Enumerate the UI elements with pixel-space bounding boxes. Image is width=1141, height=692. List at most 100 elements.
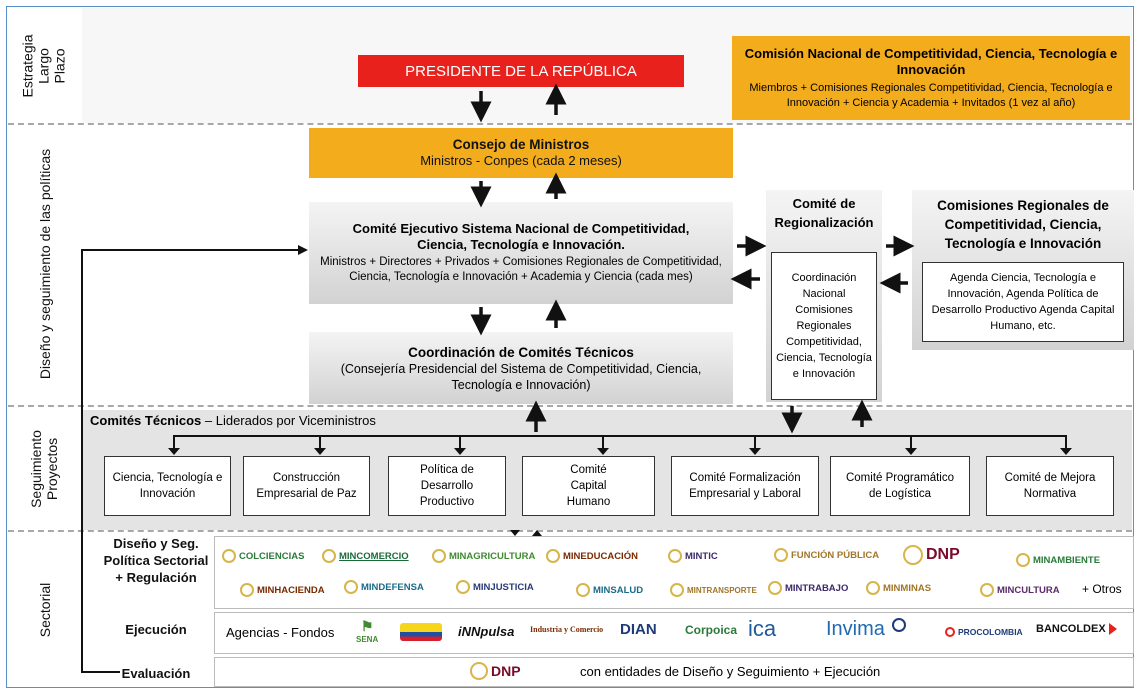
regionalizacion-body: Coordinación Nacional Comisiones Regiona… <box>776 272 872 380</box>
otros-label: + Otros <box>1082 582 1122 596</box>
comite-ejecutivo-box: Comité Ejecutivo Sistema Nacional de Com… <box>309 202 733 304</box>
seal-icon <box>903 545 923 565</box>
logo-corpoica: Corpoica <box>685 623 738 637</box>
diseno-politica-label: Diseño y Seg. Política Sectorial + Regul… <box>103 536 209 585</box>
arrow-head <box>298 245 308 255</box>
presidente-label: PRESIDENTE DE LA REPÚBLICA <box>405 62 637 80</box>
comite-item-label: Ciencia, Tecnología e Innovación <box>112 472 223 500</box>
seal-icon <box>456 580 470 594</box>
comite-item: Comité Programático de Logística <box>830 456 970 516</box>
logo-mintrabajo: MINTRABAJO <box>768 581 848 595</box>
seal-icon <box>670 583 684 597</box>
logo-minjusticia: MINJUSTICIA <box>456 580 534 594</box>
seal-icon <box>470 662 488 680</box>
comite-item-label: Comité de Mejora Normativa <box>1004 472 1096 500</box>
circle-icon <box>892 618 906 632</box>
arrow-head <box>597 448 609 455</box>
seal-icon <box>432 549 446 563</box>
logo-mintic: MINTIC <box>668 549 718 563</box>
comite-item: Ciencia, Tecnología e Innovación <box>104 456 231 516</box>
comite-ejecutivo-body: Ministros + Directores + Privados + Comi… <box>320 256 722 283</box>
comite-item-label: Política de Desarrollo Productivo <box>419 464 475 508</box>
consejo-title: Consejo de Ministros <box>452 137 590 152</box>
comite-item: Comité Capital Humano <box>522 456 655 516</box>
seal-icon <box>546 549 560 563</box>
comision-nacional-title: Comisión Nacional de Competitividad, Cie… <box>744 45 1118 77</box>
logo-mintransporte: MINTRANSPORTE <box>670 583 757 597</box>
evaluacion-panel <box>214 657 1134 687</box>
comision-nacional-box: Comisión Nacional de Competitividad, Cie… <box>732 36 1130 120</box>
comites-tecnicos-header: Comités Técnicos – Liderados por Vicemin… <box>90 413 376 428</box>
evaluacion-feedback-line <box>81 249 300 673</box>
comite-item: Construcción Empresarial de Paz <box>243 456 370 516</box>
coordinacion-box: Coordinación de Comités Técnicos (Consej… <box>309 332 733 404</box>
seal-icon <box>322 549 336 563</box>
comisiones-regionales-body-box: Agenda Ciencia, Tecnología e Innovación,… <box>922 262 1124 342</box>
logo-minminas: MINMINAS <box>866 581 931 595</box>
seal-icon <box>240 583 254 597</box>
logo-colciencias: COLCIENCIAS <box>222 549 304 563</box>
logo-superintendencia <box>892 618 906 632</box>
comites-tecnicos-title: Comités Técnicos <box>90 413 202 428</box>
separator <box>8 530 1132 532</box>
logo-industria-comercio: Industria y Comercio <box>530 625 604 634</box>
agencias-label: Agencias - Fondos <box>226 625 335 640</box>
flag-icon <box>400 623 442 641</box>
seal-icon <box>576 583 590 597</box>
arrow-head <box>749 448 761 455</box>
arrow-head <box>532 530 542 536</box>
logo-ica: ica <box>748 616 777 641</box>
logo-mincultura: MINCULTURA <box>980 583 1060 597</box>
comite-item-label: Comité Programático de Logística <box>845 472 954 500</box>
comite-item: Comité de Mejora Normativa <box>986 456 1114 516</box>
logo-minambiente: MINAMBIENTE <box>1016 553 1100 567</box>
logos-ejecucion-panel <box>214 612 1134 654</box>
comisiones-regionales-title: Comisiones Regionales de Competitividad,… <box>937 198 1109 251</box>
triangle-icon <box>1108 623 1117 635</box>
seal-icon <box>866 581 880 595</box>
logo-sena: ⚑SENA <box>356 618 379 644</box>
seal-icon <box>774 548 788 562</box>
logo-funcion-publica: FUNCIÓN PÚBLICA <box>774 548 879 562</box>
logo-bancoldex: BANCOLDEX <box>1036 623 1117 635</box>
comites-tecnicos-subtitle: – Liderados por Viceministros <box>201 413 376 428</box>
arrow-head <box>454 448 466 455</box>
logo-dnp: DNP <box>903 545 960 565</box>
seal-icon <box>980 583 994 597</box>
separator <box>8 123 1132 125</box>
logo-minagricultura: MINAGRICULTURA <box>432 549 535 563</box>
arrow-head <box>1060 448 1072 455</box>
presidente-box: PRESIDENTE DE LA REPÚBLICA <box>358 55 684 87</box>
regionalizacion-title: Comité de Regionalización <box>774 196 874 230</box>
swirl-icon <box>945 627 955 637</box>
coordinacion-body: (Consejería Presidencial del Sistema de … <box>340 361 702 392</box>
consejo-box: Consejo de Ministros Ministros - Conpes … <box>309 128 733 178</box>
comisiones-regionales-body: Agenda Ciencia, Tecnología e Innovación,… <box>931 272 1115 332</box>
logo-mindefensa: MINDEFENSA <box>344 580 424 594</box>
logos-diseno-panel <box>214 536 1134 609</box>
comite-item-label: Comité Formalización Empresarial y Labor… <box>689 472 801 500</box>
seal-icon <box>768 581 782 595</box>
regionalizacion-body-box: Coordinación Nacional Comisiones Regiona… <box>771 252 877 400</box>
comites-bus <box>173 435 1067 450</box>
separator <box>8 405 1132 407</box>
logo-invima: Invima <box>826 618 885 640</box>
logo-colombia-flag <box>400 623 442 641</box>
arrow-head <box>905 448 917 455</box>
arrow-head <box>314 448 326 455</box>
evaluacion-label: Evaluación <box>121 666 191 681</box>
logo-mineducacion: MINEDUCACIÓN <box>546 549 638 563</box>
seal-icon <box>668 549 682 563</box>
logo-innpulsa: iNNpulsa <box>458 624 515 639</box>
logo-dian: DIAN <box>620 621 657 638</box>
arrow-head <box>510 530 520 536</box>
seal-icon <box>222 549 236 563</box>
comite-item: Política de Desarrollo Productivo <box>388 456 506 516</box>
logo-dnp-evaluacion: DNP <box>470 662 521 680</box>
consejo-body: Ministros - Conpes (cada 2 meses) <box>420 153 622 168</box>
logo-minsalud: MINSALUD <box>576 583 643 597</box>
seal-icon <box>1016 553 1030 567</box>
comite-item: Comité Formalización Empresarial y Labor… <box>671 456 819 516</box>
logo-procolombia: PROCOLOMBIA <box>945 627 1023 637</box>
